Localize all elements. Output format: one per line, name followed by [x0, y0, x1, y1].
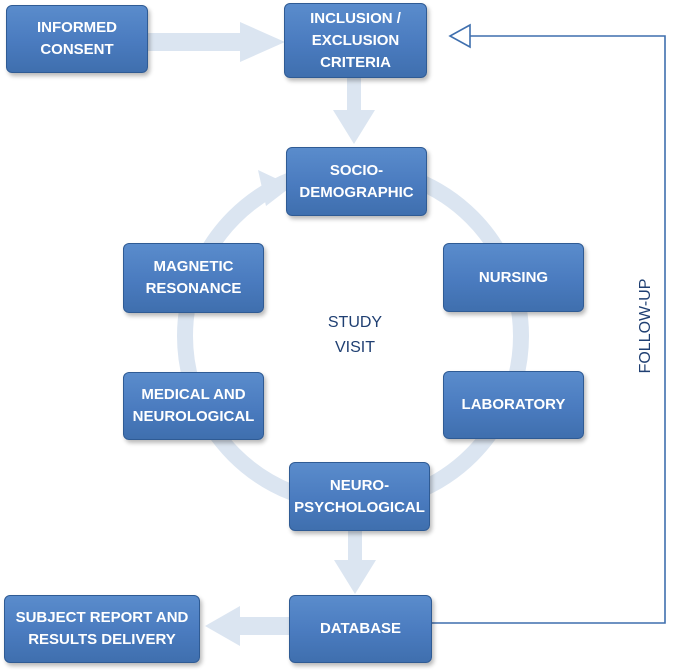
follow-up-arrowhead — [448, 23, 471, 49]
follow-up-label: FOLLOW-UP — [637, 278, 654, 374]
arrow-consent-to-inclusion — [148, 22, 285, 62]
arrow-inclusion-to-sociodemographic — [333, 78, 375, 144]
study-visit-label: STUDY VISIT — [327, 314, 383, 356]
informed-consent-box: INFORMED CONSENT — [6, 5, 148, 73]
database-box: DATABASE — [289, 595, 432, 663]
nursing-box: NURSING — [443, 243, 584, 312]
neuro-psychological-box: NEURO- PSYCHOLOGICAL — [289, 462, 430, 531]
inclusion-exclusion-box: INCLUSION / EXCLUSION CRITERIA — [284, 3, 427, 78]
arrow-neuropsychological-to-database — [334, 530, 376, 594]
laboratory-box: LABORATORY — [443, 371, 584, 439]
socio-demographic-box: SOCIO- DEMOGRAPHIC — [286, 147, 427, 216]
cycle-arrowhead — [258, 170, 292, 206]
arrow-database-to-report — [205, 606, 290, 646]
medical-neurological-box: MEDICAL AND NEUROLOGICAL — [123, 372, 264, 440]
subject-report-box: SUBJECT REPORT AND RESULTS DELIVERY — [4, 595, 200, 663]
magnetic-resonance-box: MAGNETIC RESONANCE — [123, 243, 264, 313]
follow-up-feedback-line — [432, 35, 666, 624]
